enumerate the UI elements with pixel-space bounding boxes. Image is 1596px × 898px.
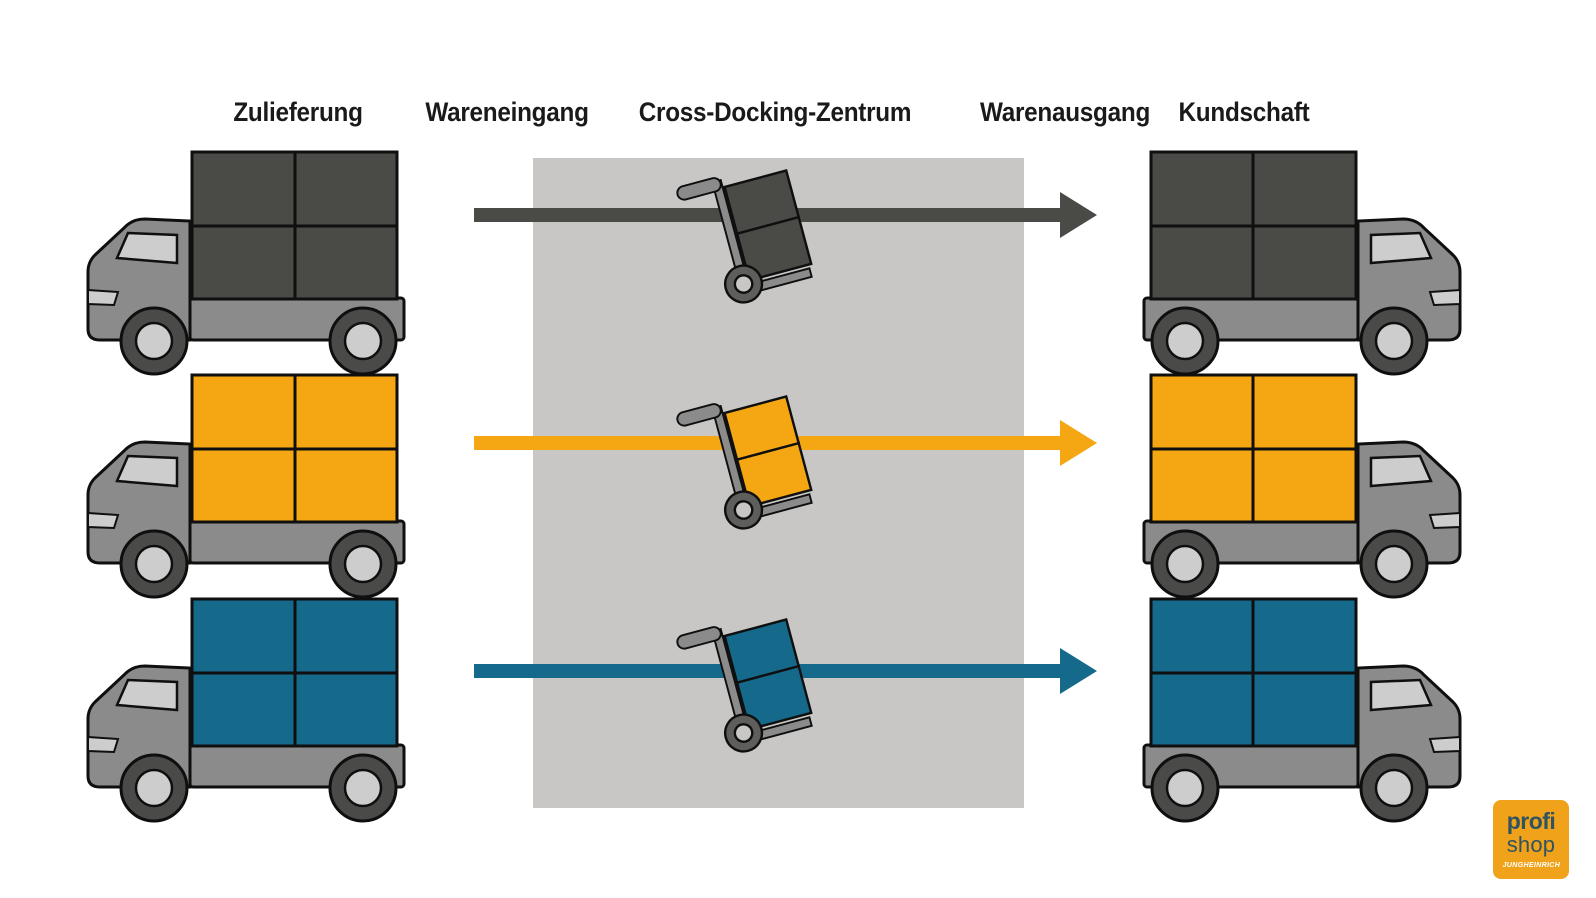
truck-customer-blue xyxy=(1142,597,1462,823)
truck-customer-dark xyxy=(1142,150,1462,376)
stage-label-zulieferung: Zulieferung xyxy=(233,97,363,127)
profishop-logo: profi shop JUNGHEINRICH xyxy=(1493,800,1569,879)
logo-profi-text: profi xyxy=(1506,808,1556,835)
truck-customer-orange xyxy=(1142,373,1462,599)
logo-shop-text: shop xyxy=(1506,832,1556,858)
hand-truck-orange-icon xyxy=(674,384,818,540)
truck-supplier-blue xyxy=(86,597,406,823)
truck-supplier-dark xyxy=(86,150,406,376)
jungheinrich-wordmark: JUNGHEINRICH xyxy=(1502,860,1560,870)
stage-label-warenausgang: Warenausgang xyxy=(979,97,1151,127)
stage-label-cross-docking-zentrum: Cross-Docking-Zentrum xyxy=(638,97,912,127)
stage-label-wareneingang: Wareneingang xyxy=(425,97,589,127)
truck-supplier-orange xyxy=(86,373,406,599)
hand-truck-dark-icon xyxy=(674,158,818,314)
hand-truck-blue-icon xyxy=(674,607,818,763)
stage-label-kundschaft: Kundschaft xyxy=(1178,97,1310,127)
